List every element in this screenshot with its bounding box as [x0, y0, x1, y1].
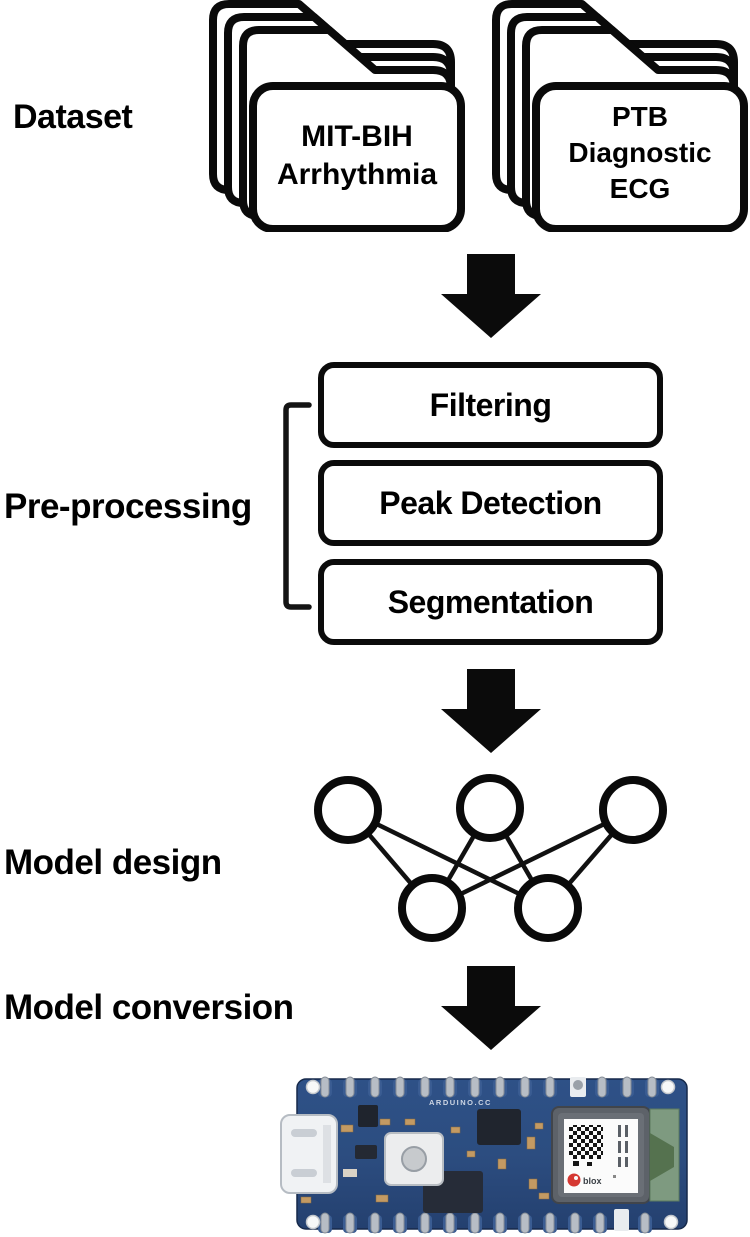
network-node — [314, 776, 382, 844]
ublox-module: blox — [551, 1106, 651, 1204]
neural-network-icon — [314, 774, 667, 942]
arduino-board: ARDUINO.CC — [280, 1076, 688, 1234]
smd-component — [343, 1169, 357, 1177]
folder-title-line1: PTB — [612, 101, 668, 132]
reset-button — [384, 1132, 444, 1186]
step-label: Filtering — [429, 386, 552, 423]
folder-title: MIT-BIH Arrhythmia — [277, 120, 437, 191]
step-box-segmentation: Segmentation — [318, 559, 663, 645]
pad-hole — [573, 1080, 583, 1090]
step-box-peak-detection: Peak Detection — [318, 460, 663, 546]
silkscreen-text: ARDUINO.CC — [429, 1098, 492, 1107]
preprocessing-label: Pre-processing — [4, 487, 252, 526]
dataset-folder-mitbih: MIT-BIH Arrhythmia — [209, 0, 465, 232]
ic-chip — [477, 1109, 521, 1145]
mounting-holes — [305, 1079, 679, 1230]
solder-pad — [614, 1209, 629, 1231]
ublox-logo-icon — [567, 1173, 581, 1187]
module-vertical-text — [618, 1125, 628, 1167]
folder-title-line1: MIT-BIH — [301, 120, 413, 153]
down-arrow-icon — [441, 966, 541, 1050]
model-design-label: Model design — [4, 843, 222, 882]
network-nodes — [314, 774, 667, 942]
down-arrow-icon — [441, 669, 541, 753]
network-node — [398, 874, 466, 942]
folder-front-panel — [249, 82, 465, 232]
folder-title-line3: ECG — [610, 173, 671, 204]
step-label: Segmentation — [387, 583, 594, 620]
ic-chip — [355, 1145, 377, 1159]
usb-connector — [280, 1114, 338, 1194]
network-node — [456, 774, 524, 842]
network-node — [599, 776, 667, 844]
folder-title-line2: Diagnostic — [568, 137, 711, 168]
step-box-filtering: Filtering — [318, 362, 663, 448]
folder-front-panel — [532, 82, 748, 232]
down-arrow-icon — [441, 254, 541, 338]
step-label: Peak Detection — [379, 484, 602, 521]
folder-title: PTB Diagnostic ECG — [568, 101, 711, 204]
dataset-folder-ptb: PTB Diagnostic ECG — [492, 0, 748, 232]
network-node — [514, 874, 582, 942]
bracket-icon — [283, 402, 312, 610]
antenna-section — [649, 1108, 680, 1202]
qr-code — [569, 1125, 603, 1159]
folder-title-line2: Arrhythmia — [277, 158, 437, 191]
dataset-label: Dataset — [13, 98, 133, 136]
folder-stack-icon — [492, 0, 748, 232]
model-conversion-label: Model conversion — [4, 988, 294, 1027]
ic-chip — [358, 1105, 378, 1127]
folder-stack-icon — [209, 0, 465, 232]
smd-components — [300, 1118, 550, 1204]
ublox-logo-text: blox — [583, 1176, 602, 1186]
